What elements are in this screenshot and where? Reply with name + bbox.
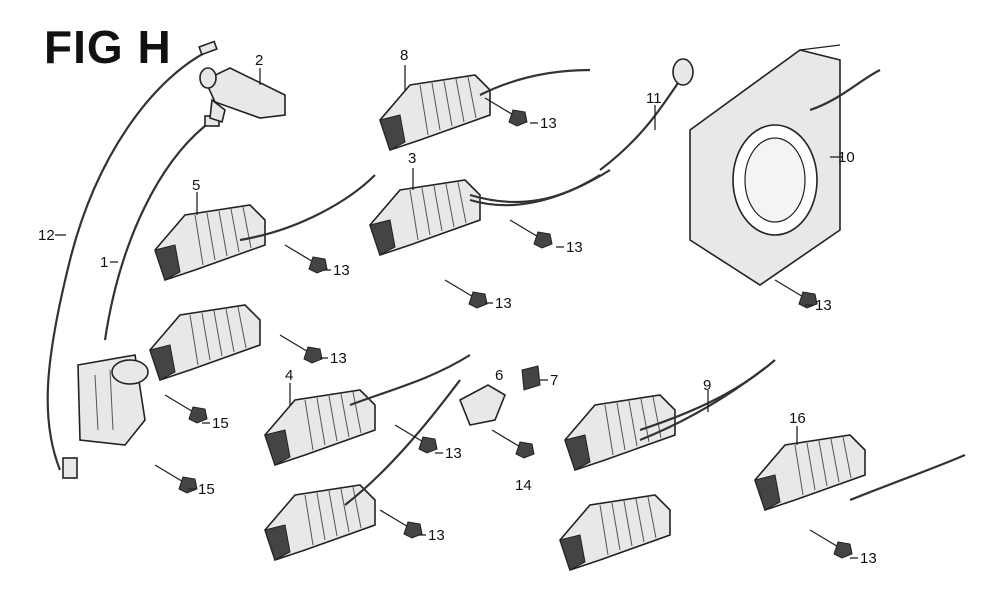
callout-10: 10 xyxy=(838,149,855,166)
callout-13: 13 xyxy=(333,262,350,279)
callout-6: 6 xyxy=(495,367,503,384)
part-8-coil xyxy=(379,74,491,151)
callout-13: 13 xyxy=(445,445,462,462)
bolt-13 xyxy=(284,244,328,274)
callout-14: 14 xyxy=(515,477,532,494)
part-2-plug-cap xyxy=(199,67,286,124)
callout-4: 4 xyxy=(285,367,293,384)
callout-13: 13 xyxy=(495,295,512,312)
part-9-coil-lower xyxy=(559,494,671,571)
callout-16: 16 xyxy=(789,410,806,427)
callout-13: 13 xyxy=(540,115,557,132)
bolt-13 xyxy=(444,279,488,309)
part-3-coil xyxy=(369,179,481,256)
bolt-13 xyxy=(509,219,553,249)
part-coil-lower-left xyxy=(149,304,261,381)
callout-2: 2 xyxy=(255,52,263,69)
bolt-13 xyxy=(809,529,853,559)
callout-11: 11 xyxy=(646,90,662,107)
part-16-coil xyxy=(754,434,866,511)
callout-1: 1 xyxy=(100,254,108,271)
bolt-13 xyxy=(279,334,323,364)
callout-13: 13 xyxy=(428,527,445,544)
part-11-wire xyxy=(599,58,694,171)
bolt-15 xyxy=(164,394,208,424)
part-12-ht-wire xyxy=(46,40,218,479)
part-coil-bottom xyxy=(264,484,376,561)
callout-13: 13 xyxy=(815,297,832,314)
callout-7: 7 xyxy=(550,372,558,389)
callout-5: 5 xyxy=(192,177,200,194)
bolt-14 xyxy=(491,429,535,459)
figure-title: FIG H xyxy=(44,21,172,73)
part-10-stator-plate xyxy=(689,44,881,286)
part-7-clip xyxy=(521,365,541,391)
coil-wires xyxy=(239,68,966,506)
callout-8: 8 xyxy=(400,47,408,64)
callout-13: 13 xyxy=(566,239,583,256)
part-1-ignition-coil xyxy=(77,115,220,446)
callout-15: 15 xyxy=(212,415,229,432)
part-5-coil xyxy=(154,204,266,281)
callout-dashes xyxy=(188,122,858,559)
bolt-13 xyxy=(774,279,818,309)
callout-13: 13 xyxy=(860,550,877,567)
callout-15: 15 xyxy=(198,481,215,498)
callout-3: 3 xyxy=(408,150,416,167)
bolt-13 xyxy=(484,97,528,127)
leader-lines xyxy=(55,65,842,445)
bolt-13 xyxy=(379,509,423,539)
callout-12: 12 xyxy=(38,227,55,244)
part-6-bracket xyxy=(458,384,506,426)
bolt-13 xyxy=(394,424,438,454)
callout-13: 13 xyxy=(330,350,347,367)
callout-9: 9 xyxy=(703,377,711,394)
